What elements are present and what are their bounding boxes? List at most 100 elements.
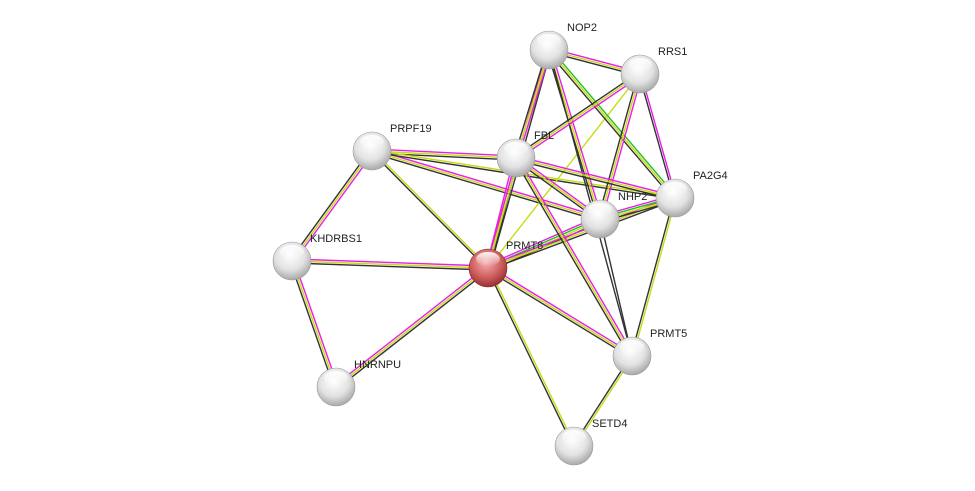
node-highlight	[562, 430, 586, 444]
node-setd4[interactable]: SETD4	[554, 418, 627, 466]
edge-prpf19-fbl[interactable]	[371, 148, 517, 161]
node-nhp2[interactable]: NHP2	[580, 191, 647, 239]
edge-prmt8-rrs1[interactable]	[487, 73, 641, 269]
edge-evidence-black	[638, 74, 675, 199]
edge-evidence-yellow	[488, 267, 576, 446]
edge-prpf19-nhp2[interactable]	[371, 148, 601, 222]
edge-evidence-black	[486, 269, 632, 359]
node-highlight	[360, 135, 384, 149]
edge-evidence-black	[546, 50, 675, 200]
edge-evidence-magenta	[372, 148, 601, 218]
node-khdrbs1[interactable]: KHDRBS1	[272, 233, 362, 281]
node-highlight	[504, 142, 528, 156]
edge-khdrbs1-hnrnpu[interactable]	[289, 260, 339, 388]
edge-evidence-yellow	[372, 149, 490, 268]
node-fbl[interactable]: FBL	[496, 130, 554, 178]
edge-rrs1-pa2g4[interactable]	[638, 73, 677, 199]
edge-fbl-pa2g4[interactable]	[515, 155, 676, 201]
node-label: PRPF19	[390, 123, 432, 135]
edge-evidence-yellow	[487, 73, 641, 269]
edge-prmt8-prmt5[interactable]	[486, 265, 634, 359]
edge-nop2-pa2g4[interactable]	[546, 48, 678, 200]
node-label: NOP2	[567, 22, 597, 34]
edge-evidence-yellow	[632, 198, 677, 357]
edge-evidence-black	[289, 261, 335, 388]
node-highlight	[476, 252, 500, 266]
node-highlight	[324, 371, 348, 385]
edge-evidence-yellow	[548, 49, 601, 220]
edge-evidence-black	[370, 151, 488, 270]
node-label: KHDRBS1	[310, 233, 362, 245]
edge-prmt8-setd4[interactable]	[486, 267, 576, 447]
edge-evidence-black	[291, 262, 488, 271]
node-pa2g4[interactable]: PA2G4	[655, 170, 728, 218]
edge-evidence-black	[289, 149, 371, 261]
edge-evidence-yellow	[599, 73, 641, 220]
edge-prpf19-khdrbs1[interactable]	[289, 149, 375, 263]
node-label: SETD4	[592, 418, 627, 430]
node-prmt5[interactable]: PRMT5	[612, 328, 687, 376]
edge-evidence-yellow	[515, 73, 641, 159]
edge-evidence-yellow	[291, 150, 373, 262]
edge-evidence-magenta	[601, 74, 643, 220]
node-label: NHP2	[618, 191, 647, 203]
edge-evidence-magenta	[516, 75, 642, 161]
edge-evidence-yellow	[335, 267, 489, 388]
edge-fbl-prmt5[interactable]	[513, 156, 635, 358]
edge-evidence-magenta	[334, 265, 488, 386]
edge-evidence-yellow	[548, 49, 676, 199]
node-nop2[interactable]: NOP2	[529, 22, 597, 70]
edge-evidence-black	[488, 199, 676, 271]
edge-evidence-black	[599, 218, 633, 357]
edge-evidence-magenta	[292, 258, 489, 267]
edge-evidence-yellow	[487, 267, 633, 357]
edge-evidence-black	[336, 269, 490, 390]
edge-prpf19-prmt8[interactable]	[370, 149, 490, 270]
node-prpf19[interactable]: PRPF19	[352, 123, 432, 171]
edge-evidence-yellow	[291, 260, 337, 388]
edge-evidence-black	[597, 73, 639, 219]
edge-evidence-green	[549, 48, 678, 198]
edge-evidence-black	[630, 197, 675, 356]
node-highlight	[663, 182, 687, 196]
node-highlight	[620, 340, 644, 354]
edge-evidence-magenta	[372, 148, 517, 157]
edge-evidence-magenta	[486, 215, 600, 266]
edge-nhp2-prmt5[interactable]	[599, 218, 633, 357]
edge-evidence-magenta	[293, 260, 339, 387]
edge-evidence-magenta	[516, 155, 676, 197]
edge-rrs1-fbl[interactable]	[514, 71, 642, 161]
edge-hnrnpu-prmt8[interactable]	[334, 265, 490, 390]
edge-evidence-magenta	[293, 151, 375, 263]
node-label: HNRNPU	[354, 359, 401, 371]
edge-evidence-yellow	[515, 157, 676, 199]
node-rrs1[interactable]: RRS1	[620, 46, 687, 94]
edge-evidence-black	[371, 152, 600, 222]
node-highlight	[628, 58, 652, 72]
node-highlight	[588, 203, 612, 217]
node-hnrnpu[interactable]: HNRNPU	[316, 359, 401, 407]
node-label: PRMT5	[650, 328, 687, 340]
edge-evidence-yellow	[515, 157, 633, 357]
node-label: RRS1	[658, 46, 687, 58]
edge-evidence-magenta	[550, 49, 603, 219]
edge-evidence-magenta	[640, 73, 677, 198]
edge-evidence-magenta	[517, 156, 635, 356]
node-highlight	[537, 34, 561, 48]
node-label: PRMT8	[506, 240, 543, 252]
edge-khdrbs1-prmt8[interactable]	[291, 258, 489, 271]
edge-evidence-yellow	[371, 150, 601, 220]
node-highlight	[280, 245, 304, 259]
edge-rrs1-nhp2[interactable]	[597, 73, 643, 220]
edge-evidence-black	[515, 159, 675, 201]
edge-evidence-magenta	[488, 265, 634, 355]
edge-evidence-black	[514, 71, 640, 157]
edge-pa2g4-prmt5[interactable]	[630, 197, 677, 357]
edge-evidence-yellow	[291, 260, 489, 269]
edge-evidence-black	[513, 158, 631, 358]
node-prmt8[interactable]: PRMT8	[468, 240, 543, 288]
node-label: FBL	[534, 130, 554, 142]
edge-evidence-yellow	[371, 150, 517, 159]
